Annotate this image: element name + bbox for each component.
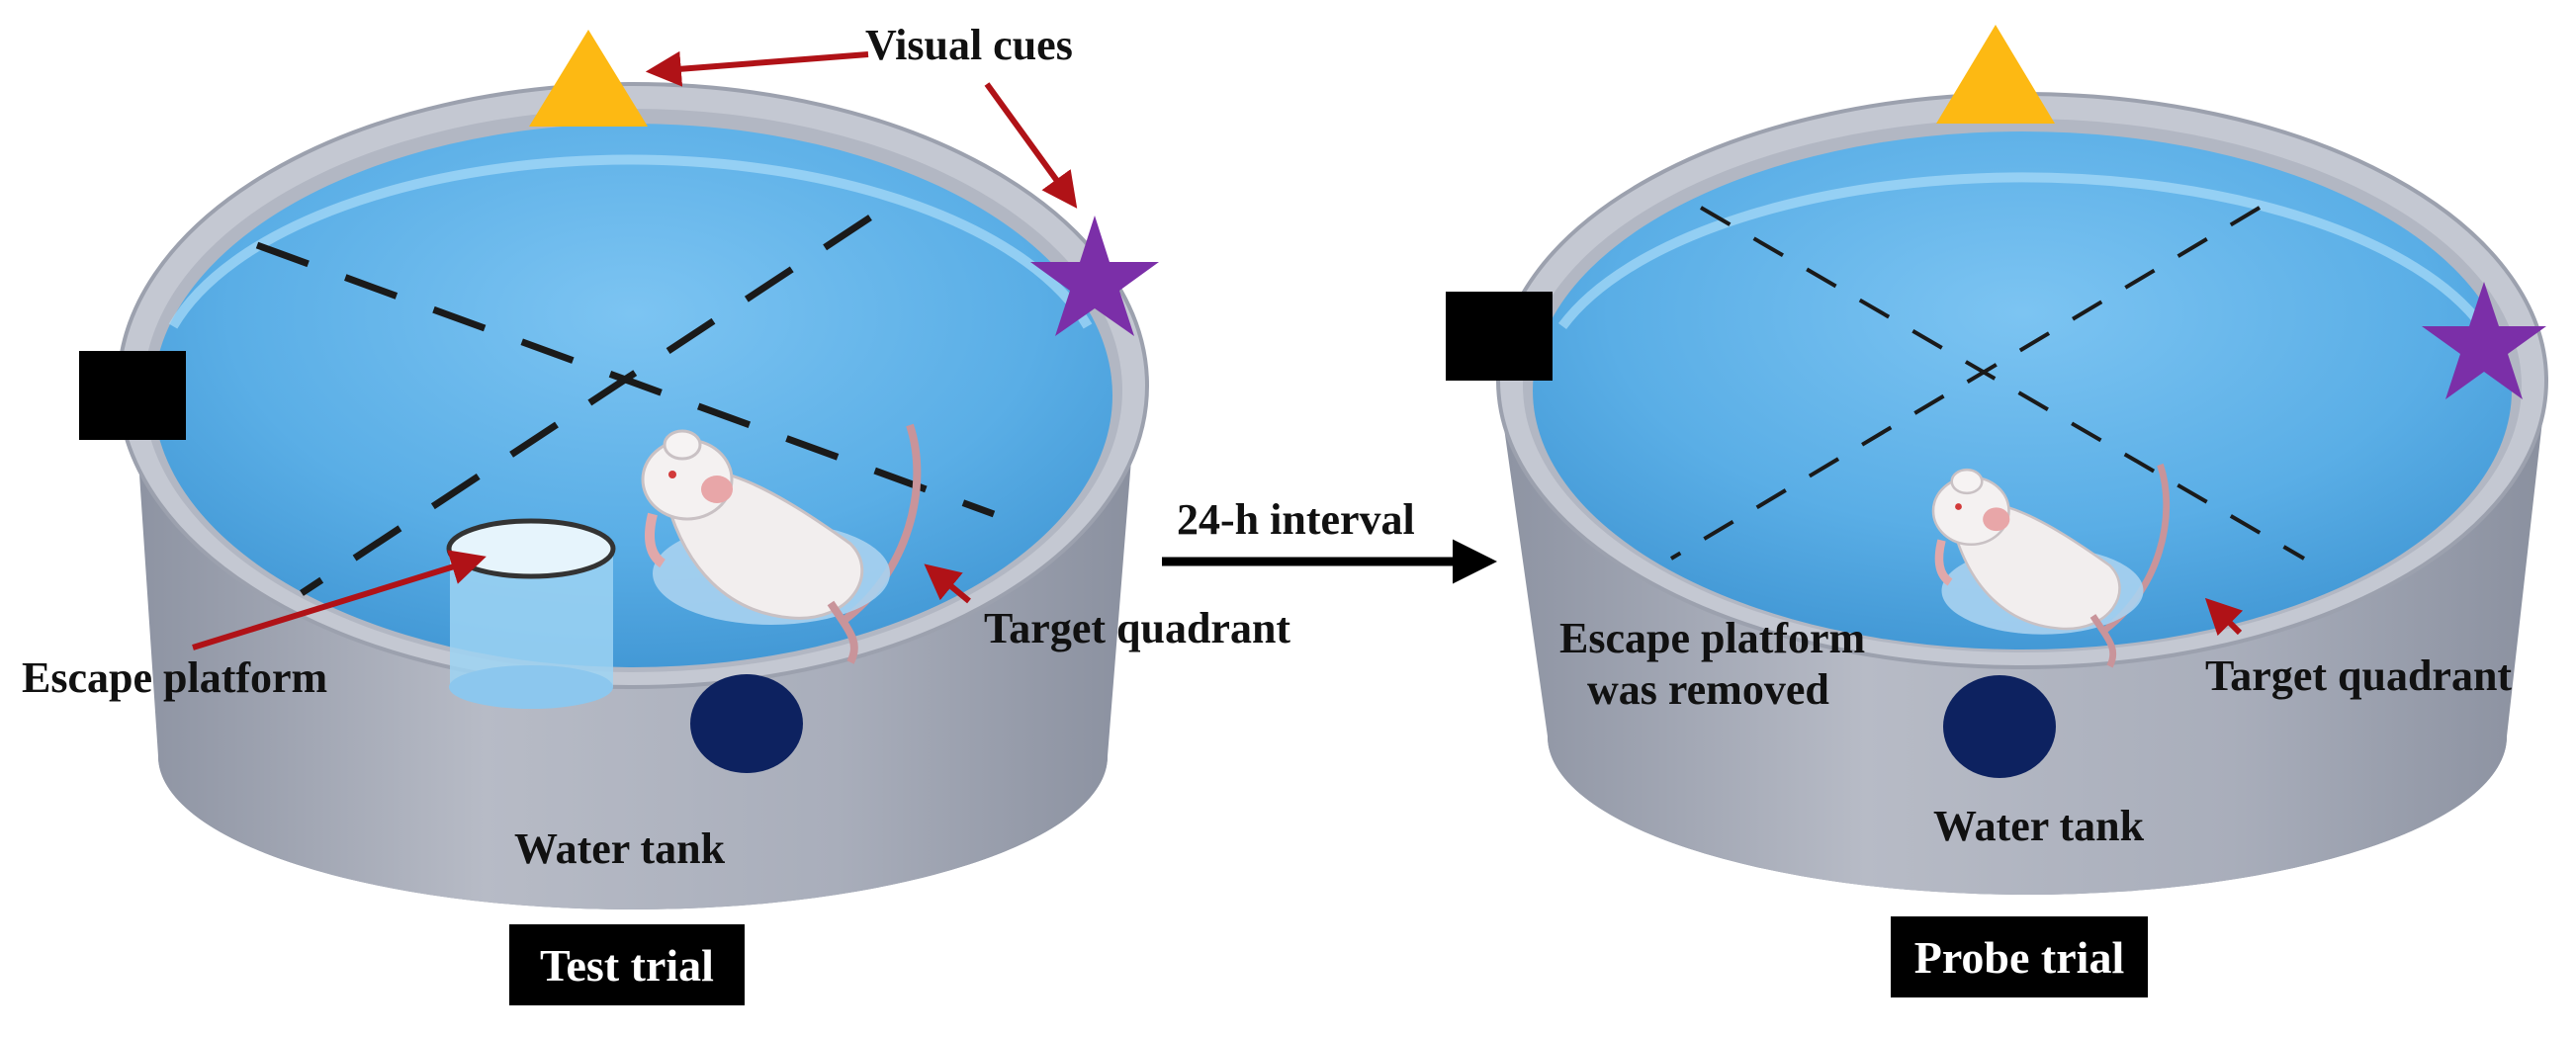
test-trial-box: Test trial: [509, 924, 745, 1005]
escape-removed-label-line1: Escape platform: [1559, 614, 1865, 662]
test-trial-label: Test trial: [540, 940, 714, 991]
left-annotation-arrows: [192, 50, 1078, 650]
right-water-tank: [1446, 25, 2548, 895]
visual-cues-label: Visual cues: [865, 21, 1073, 69]
circle-cue-icon: [690, 674, 803, 773]
visual-cue-arrow-2: [984, 82, 1078, 209]
square-cue-icon: [79, 351, 186, 440]
target-quadrant-label-right: Target quadrant: [2205, 651, 2512, 700]
rat-icon: [1931, 463, 2171, 668]
quadrant-line-4: [1669, 206, 2262, 561]
rat-icon: [641, 423, 922, 664]
probe-trial-label: Probe trial: [1914, 932, 2124, 983]
water-tank-label-left: Water tank: [514, 824, 726, 873]
circle-cue-icon: [1943, 675, 2056, 778]
target-quadrant-arrow-left: [924, 563, 971, 604]
star-cue-icon: [1030, 216, 1159, 336]
triangle-cue-icon: [529, 30, 648, 127]
square-cue-icon: [1446, 292, 1553, 381]
target-quadrant-label-left: Target quadrant: [984, 604, 1290, 652]
visual-cue-arrow-1: [645, 50, 869, 87]
escape-platform-arrow: [192, 550, 487, 650]
interval-arrow: 24-h interval: [1162, 495, 1497, 584]
quadrant-line-3: [1699, 206, 2306, 561]
probe-trial-box: Probe trial: [1891, 916, 2148, 997]
quadrant-line-2: [300, 215, 872, 596]
interval-label: 24-h interval: [1177, 495, 1415, 544]
escape-platform-icon: [446, 518, 616, 709]
triangle-cue-icon: [1936, 25, 2055, 124]
escape-removed-label-line2: was removed: [1587, 665, 1829, 714]
star-cue-icon: [2422, 282, 2546, 399]
target-quadrant-arrow-right: [2204, 597, 2244, 637]
left-water-tank: [79, 30, 1159, 909]
water-tank-label-right: Water tank: [1933, 802, 2145, 850]
escape-platform-label: Escape platform: [22, 653, 327, 702]
